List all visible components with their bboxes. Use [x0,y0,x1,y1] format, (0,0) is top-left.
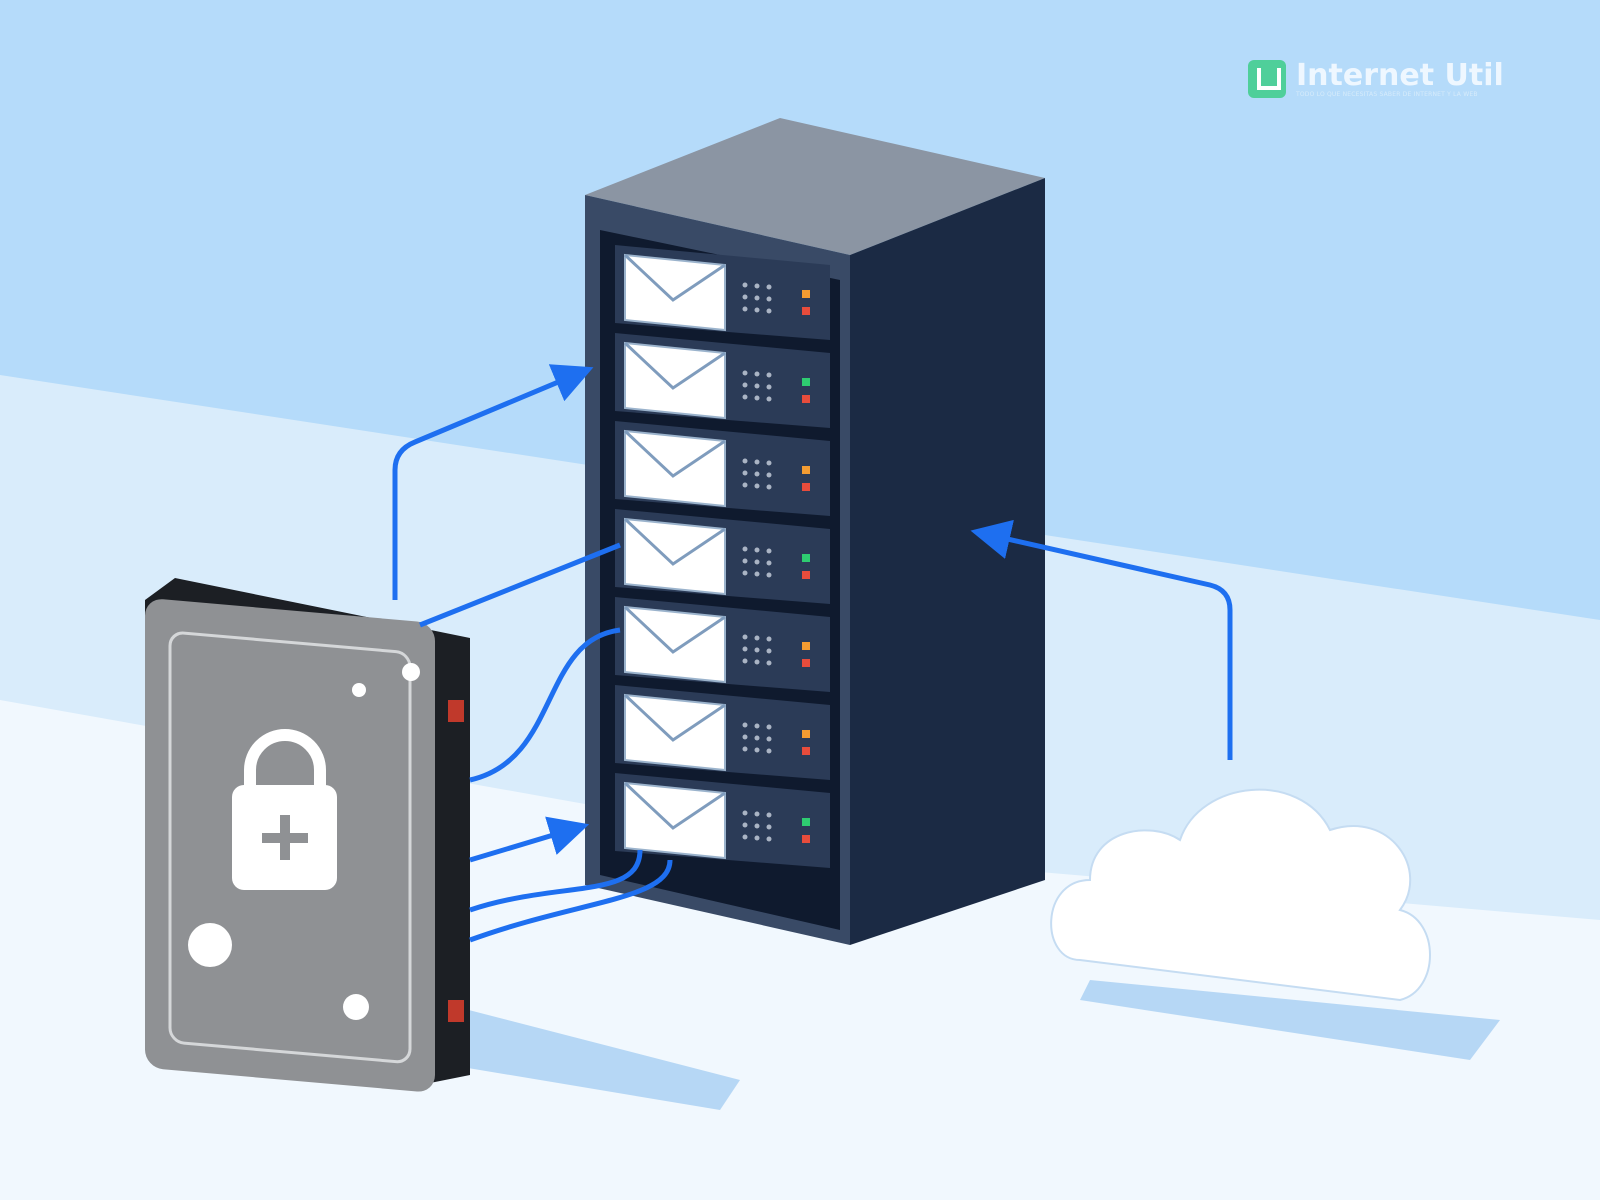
status-led [802,835,810,843]
cloud-shadow [1080,980,1500,1060]
brand-logo: Internet Util TODO LO QUE NECESITAS SABE… [1248,60,1504,98]
status-led [802,466,810,474]
status-led [802,307,810,315]
status-led [802,378,810,386]
envelope-icon [623,341,726,420]
envelope-icon [623,781,726,860]
logo-title: Internet Util [1296,57,1504,93]
status-led [802,747,810,755]
status-led [802,554,810,562]
status-led [802,642,810,650]
cloud-icon [1050,788,1431,1002]
server-unit [615,685,830,780]
shadow [420,1000,740,1110]
envelope-icon [623,605,726,684]
envelope-icon [623,429,726,508]
status-led [802,730,810,738]
status-led [802,483,810,491]
server-unit [615,333,830,428]
status-led [802,571,810,579]
status-led [802,395,810,403]
logo-icon [1248,60,1286,98]
data-arrows [392,364,1233,943]
logo-tagline: TODO LO QUE NECESITAS SABER DE INTERNET … [1296,90,1478,98]
server-unit [615,421,830,516]
server-unit [615,597,830,692]
server-unit [615,509,830,604]
server-unit [615,245,830,340]
status-led [802,659,810,667]
envelope-icon [623,253,726,332]
envelope-icon [623,693,726,772]
lock-icon [232,729,337,890]
envelope-icon [623,517,726,596]
server-unit [615,773,830,868]
status-led [802,290,810,298]
status-led [802,818,810,826]
